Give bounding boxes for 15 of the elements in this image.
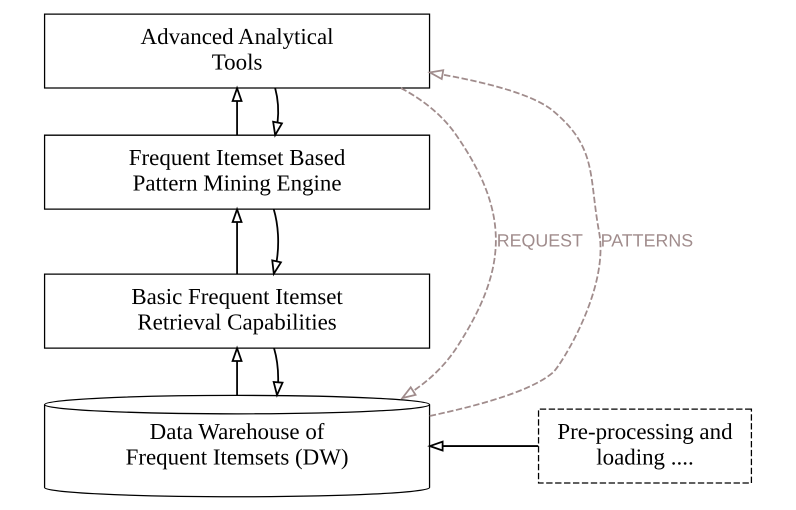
arrow xyxy=(272,88,284,138)
arrow xyxy=(231,206,243,274)
arrow xyxy=(271,208,282,276)
arrow xyxy=(427,68,602,416)
arrow xyxy=(231,85,243,135)
node-box: Frequent Itemset Based Pattern Mining Engine xyxy=(44,134,430,210)
edge-label: REQUEST xyxy=(496,230,583,250)
arrow xyxy=(400,86,497,399)
arrow xyxy=(427,440,538,452)
node-box: Basic Frequent Itemset Retrieval Capabilities xyxy=(44,273,430,348)
arrow xyxy=(272,347,284,398)
node-box: Advanced Analytical Tools xyxy=(44,12,430,88)
arrow xyxy=(231,345,243,394)
edge-label: PATTERNS xyxy=(600,230,694,250)
node-box: Pre-processing and loading .... xyxy=(538,408,752,484)
